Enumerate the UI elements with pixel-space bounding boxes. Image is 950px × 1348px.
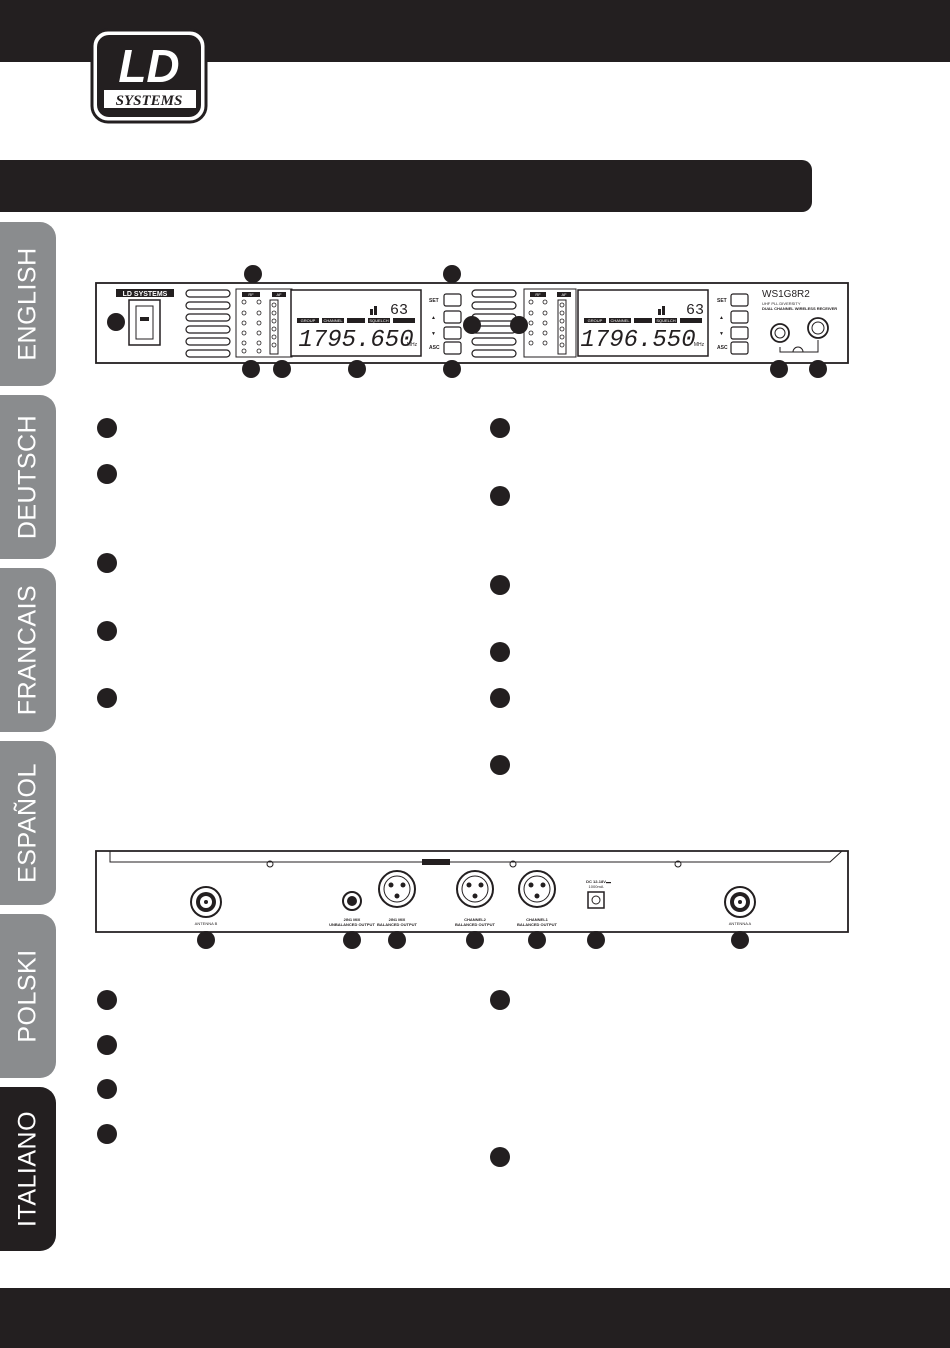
svg-text:1000mA: 1000mA <box>589 884 604 889</box>
svg-text:AF: AF <box>276 292 282 297</box>
section-header-bar <box>0 160 812 212</box>
svg-text:MHz: MHz <box>407 342 418 348</box>
svg-text:DC 12-18V: DC 12-18V <box>586 879 606 884</box>
svg-text:2IN1 MIX: 2IN1 MIX <box>344 917 361 922</box>
list-bullet <box>97 464 117 484</box>
list-bullet <box>97 990 117 1010</box>
svg-text:ANTENNA B: ANTENNA B <box>195 921 218 926</box>
list-bullet <box>490 642 510 662</box>
svg-text:GROUP: GROUP <box>588 318 603 323</box>
list-bullet <box>490 1147 510 1167</box>
svg-text:SQUELCH: SQUELCH <box>369 318 388 323</box>
svg-text:63: 63 <box>686 302 704 319</box>
tab-italiano[interactable]: ITALIANO <box>0 1087 56 1251</box>
svg-text:BALANCED OUTPUT: BALANCED OUTPUT <box>455 922 496 927</box>
svg-text:AF: AF <box>561 292 567 297</box>
tab-espanol[interactable]: ESPAÑOL <box>0 741 56 905</box>
svg-text:1795.650: 1795.650 <box>298 327 413 354</box>
svg-text:LD SYSTEMS: LD SYSTEMS <box>123 291 168 298</box>
list-bullet <box>97 1035 117 1055</box>
svg-text:▼: ▼ <box>719 331 724 337</box>
svg-text:BALANCED OUTPUT: BALANCED OUTPUT <box>517 922 558 927</box>
svg-text:GROUP: GROUP <box>301 318 316 323</box>
list-bullet <box>97 621 117 641</box>
svg-text:SET: SET <box>429 298 439 304</box>
svg-text:CHANNEL: CHANNEL <box>610 318 630 323</box>
svg-text:63: 63 <box>390 302 408 319</box>
list-bullet <box>490 990 510 1010</box>
list-bullet <box>490 575 510 595</box>
svg-text:DUAL CHANNEL WIRELESS RECEIVER: DUAL CHANNEL WIRELESS RECEIVER <box>762 306 837 311</box>
ld-systems-logo: LD SYSTEMS <box>90 28 208 124</box>
list-bullet <box>490 486 510 506</box>
tab-label: ITALIANO <box>13 1110 42 1228</box>
svg-text:CHANNEL1: CHANNEL1 <box>526 917 549 922</box>
tab-label: ESPAÑOL <box>13 763 42 883</box>
svg-text:ASC: ASC <box>429 345 440 351</box>
svg-text:SET: SET <box>717 298 727 304</box>
svg-text:CHANNEL2: CHANNEL2 <box>464 917 487 922</box>
tab-deutsch[interactable]: DEUTSCH <box>0 395 56 559</box>
list-bullet <box>97 1079 117 1099</box>
tab-label: DEUTSCH <box>13 414 42 540</box>
tab-label: FRANCAIS <box>13 584 42 716</box>
svg-text:SYSTEMS: SYSTEMS <box>116 93 183 109</box>
tab-francais[interactable]: FRANCAIS <box>0 568 56 732</box>
list-bullet <box>97 688 117 708</box>
list-bullet <box>97 1124 117 1144</box>
svg-text:ASC: ASC <box>717 345 728 351</box>
svg-text:▲: ▲ <box>719 315 724 321</box>
list-bullet <box>97 553 117 573</box>
tab-polski[interactable]: POLSKI <box>0 914 56 1078</box>
svg-text:▲: ▲ <box>431 315 436 321</box>
svg-text:ANTENNA A: ANTENNA A <box>729 921 752 926</box>
svg-text:SQUELCH: SQUELCH <box>656 318 675 323</box>
svg-text:UNBALANCED OUTPUT: UNBALANCED OUTPUT <box>329 922 375 927</box>
svg-text:RF: RF <box>535 292 541 297</box>
list-bullet <box>97 418 117 438</box>
svg-text:1796.550: 1796.550 <box>580 327 695 354</box>
svg-text:2IN1 MIX: 2IN1 MIX <box>389 917 406 922</box>
svg-text:UHF PLL DIVERSITY: UHF PLL DIVERSITY <box>762 301 801 306</box>
tab-english[interactable]: ENGLISH <box>0 222 56 386</box>
list-bullet <box>490 688 510 708</box>
svg-text:RF: RF <box>248 292 254 297</box>
svg-text:WS1G8R2: WS1G8R2 <box>762 289 810 300</box>
svg-text:LD: LD <box>118 40 179 92</box>
bottom-bar <box>0 1288 950 1348</box>
svg-text:▼: ▼ <box>431 331 436 337</box>
svg-text:CHANNEL: CHANNEL <box>323 318 343 323</box>
svg-text:MHz: MHz <box>694 342 705 348</box>
tab-label: POLSKI <box>13 949 42 1043</box>
tab-label: ENGLISH <box>13 247 42 361</box>
svg-text:BALANCED OUTPUT: BALANCED OUTPUT <box>377 922 418 927</box>
list-bullet <box>490 755 510 775</box>
list-bullet <box>490 418 510 438</box>
